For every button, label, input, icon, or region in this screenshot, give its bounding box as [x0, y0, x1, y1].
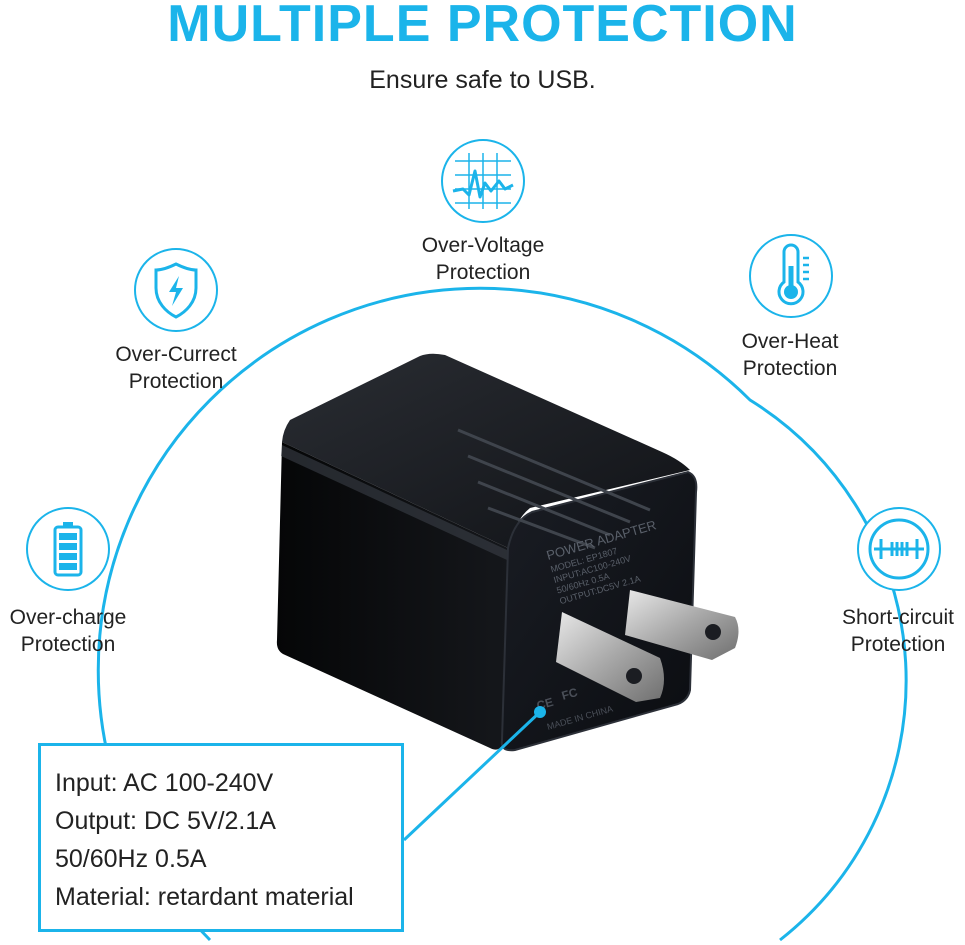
page-subtitle: Ensure safe to USB. [369, 66, 596, 94]
feature-label-line1: Short-circuit [841, 606, 955, 629]
feature-label-line1: Over-Heat [741, 330, 839, 353]
page-title: MULTIPLE PROTECTION [167, 0, 798, 53]
waveform-icon [441, 139, 525, 223]
spec-frequency: 50/60Hz 0.5A [55, 845, 207, 873]
feature-label-line2: Protection [850, 633, 946, 656]
feature-over-current: Over-Currect Protection [66, 341, 286, 395]
svg-text:FC: FC [560, 685, 580, 703]
feature-label-line2: Protection [435, 261, 531, 284]
feature-label-line1: Over-Voltage [421, 234, 545, 257]
specs-panel: Input: AC 100-240V Output: DC 5V/2.1A 50… [38, 743, 404, 932]
feature-over-heat: Over-Heat Protection [680, 328, 900, 382]
feature-over-voltage: Over-Voltage Protection [373, 232, 593, 286]
circuit-icon [857, 507, 941, 591]
feature-over-charge: Over-charge Protection [0, 604, 178, 658]
feature-label-line2: Protection [128, 370, 224, 393]
spec-material: Material: retardant material [55, 883, 354, 911]
feature-label-line2: Protection [20, 633, 116, 656]
feature-label-line1: Over-Currect [115, 343, 237, 366]
feature-label-line2: Protection [742, 357, 838, 380]
shield-bolt-icon [134, 248, 218, 332]
spec-output: Output: DC 5V/2.1A [55, 807, 276, 835]
spec-input: Input: AC 100-240V [55, 769, 274, 797]
battery-icon [26, 507, 110, 591]
thermometer-icon [749, 234, 833, 318]
feature-short-circuit: Short-circuit Protection [788, 604, 965, 658]
feature-label-line1: Over-charge [9, 606, 127, 629]
